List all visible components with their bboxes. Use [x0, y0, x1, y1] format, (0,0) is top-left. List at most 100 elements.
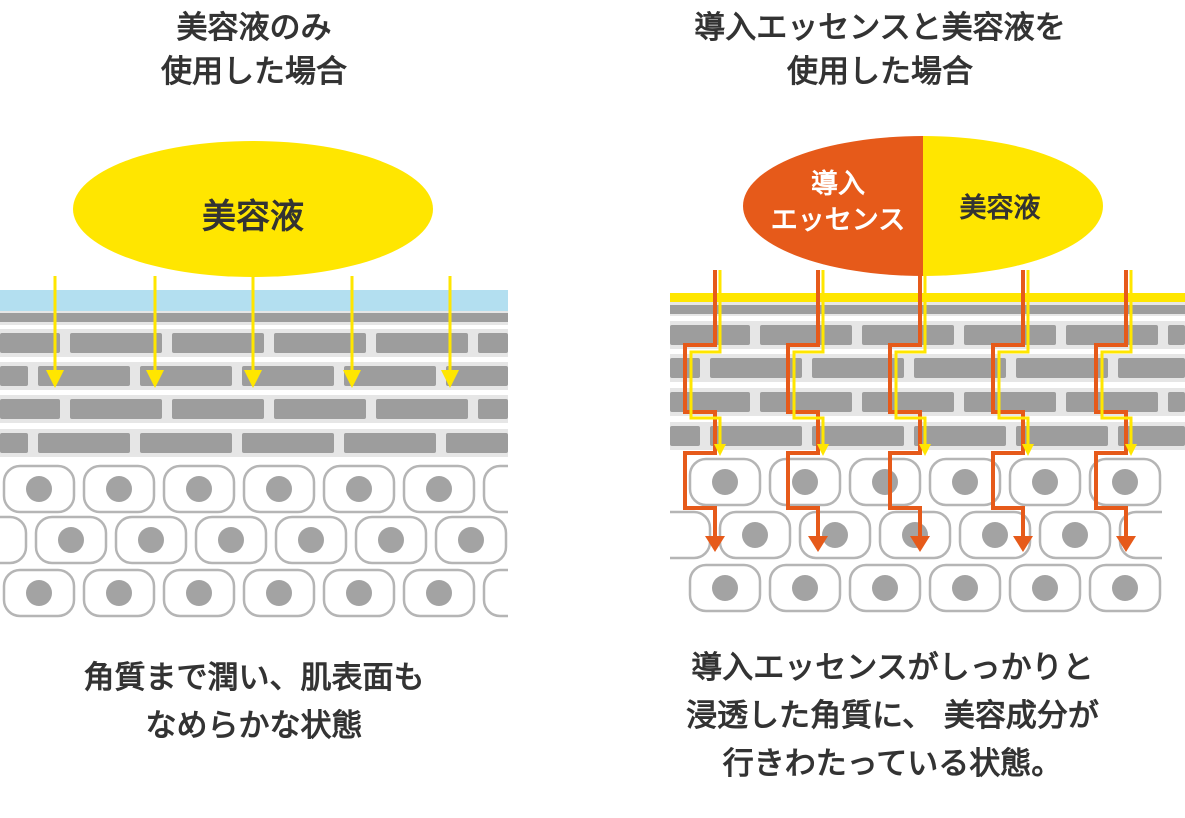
- penetration-paths: [683, 270, 1137, 552]
- brick: [1118, 426, 1185, 446]
- cell-nucleus: [458, 527, 484, 553]
- serum-path: [894, 270, 927, 446]
- cell-nucleus: [186, 580, 212, 606]
- cell-nucleus: [26, 580, 52, 606]
- cell-nucleus: [266, 580, 292, 606]
- brick: [242, 433, 334, 453]
- brick: [172, 333, 264, 353]
- brick: [1168, 325, 1185, 345]
- brick: [1016, 358, 1108, 378]
- cell-nucleus: [1112, 469, 1138, 495]
- serum-only-title: 美容液のみ 使用した場合: [0, 6, 508, 94]
- essence-arrow-head: [705, 536, 725, 552]
- essence-path: [786, 270, 820, 538]
- cell-nucleus: [426, 476, 452, 502]
- brick: [1118, 358, 1185, 378]
- serum-arrow-head: [1125, 444, 1137, 456]
- essence-path: [888, 270, 922, 538]
- essence-and-serum-title: 導入エッセンスと美容液を 使用した場合: [600, 6, 1160, 94]
- cell-nucleus: [378, 527, 404, 553]
- cell-nucleus: [106, 580, 132, 606]
- essence-blob-label: 導入 エッセンス: [763, 167, 913, 239]
- essence-arrow-head: [1013, 536, 1033, 552]
- essence-path: [1094, 270, 1128, 538]
- serum-arrow-head: [244, 370, 262, 388]
- cell-nucleus: [138, 527, 164, 553]
- essence-arrow-head: [1116, 536, 1136, 552]
- serum-only-title-line2: 使用した場合: [161, 54, 347, 90]
- brick: [760, 325, 852, 345]
- brick: [376, 333, 468, 353]
- serum-only-title-line1: 美容液のみ: [176, 10, 332, 46]
- brick: [140, 433, 232, 453]
- essence-and-serum-caption-line3: 行きわたっている状態。: [722, 746, 1063, 782]
- brick: [964, 325, 1056, 345]
- cell-nucleus: [822, 522, 848, 548]
- brick: [70, 399, 162, 419]
- serum-path: [689, 270, 722, 446]
- serum-arrow-head: [343, 370, 361, 388]
- brick: [0, 333, 60, 353]
- edge-mask: [508, 462, 560, 640]
- brick: [812, 358, 904, 378]
- essence-and-serum-caption: 導入エッセンスがしっかりと 浸透した角質に、 美容成分が 行きわたっている状態。: [600, 644, 1185, 788]
- cell-nucleus: [426, 580, 452, 606]
- edge-mask: [1162, 455, 1185, 640]
- cell-nucleus: [26, 476, 52, 502]
- brick: [914, 426, 1006, 446]
- brick: [964, 392, 1056, 412]
- cell-nucleus: [186, 476, 212, 502]
- cell-nucleus: [106, 476, 132, 502]
- serum-only-caption-line2: なめらかな状態: [145, 708, 363, 744]
- cell-nucleus: [952, 469, 978, 495]
- serum-arrow-head: [714, 444, 726, 456]
- brick: [670, 392, 750, 412]
- brick: [274, 333, 366, 353]
- brick: [862, 392, 954, 412]
- serum-only-caption-line1: 角質まで潤い、肌表面も: [83, 660, 425, 696]
- brick: [344, 433, 436, 453]
- brick: [710, 426, 802, 446]
- cell-nucleus: [1032, 469, 1058, 495]
- brick: [0, 366, 28, 386]
- brick: [0, 399, 60, 419]
- cell-nucleus: [218, 527, 244, 553]
- essence-blob-label-line2: エッセンス: [770, 205, 906, 236]
- cell-nucleus: [872, 469, 898, 495]
- brick: [478, 399, 508, 419]
- essence-and-serum-panel: 導入エッセンスと美容液を 使用した場合 導入 エッセンス 美容液 導入エッセンス…: [600, 0, 1185, 818]
- cell: [0, 515, 28, 565]
- brick: [344, 366, 436, 386]
- essence-and-serum-caption-line2: 浸透した角質に、 美容成分が: [686, 698, 1099, 734]
- brick: [446, 366, 508, 386]
- brick: [760, 392, 852, 412]
- serum-penetration-arrows: [46, 276, 459, 388]
- serum-only-skin-diagram: [0, 141, 560, 640]
- essence-blob-label-line1: 導入: [811, 169, 865, 200]
- essence-path: [683, 270, 717, 538]
- serum-path: [792, 270, 825, 446]
- essence-arrow-head: [910, 536, 930, 552]
- skin-cells: [600, 455, 1185, 640]
- serum-arrow-head: [441, 370, 459, 388]
- cell-nucleus: [982, 522, 1008, 548]
- serum-blob-label: 美容液: [959, 193, 1041, 224]
- brick-top-row: [670, 305, 1185, 314]
- cell-nucleus: [712, 469, 738, 495]
- cell-nucleus: [792, 469, 818, 495]
- brick: [812, 426, 904, 446]
- skin-surface-layer: [670, 293, 1185, 302]
- brick: [1066, 325, 1158, 345]
- stratum-corneum-bricks: [670, 302, 1185, 450]
- essence-and-serum-skin-diagram: [600, 136, 1185, 640]
- serum-arrow-head: [46, 370, 64, 388]
- serum-arrow-head: [1022, 444, 1034, 456]
- cell-nucleus: [266, 476, 292, 502]
- brick: [0, 433, 28, 453]
- brick: [172, 399, 264, 419]
- serum-only-panel: 美容液のみ 使用した場合 美容液 角質まで潤い、肌表面も なめらかな状態: [0, 0, 560, 818]
- brick: [1066, 392, 1158, 412]
- essence-and-serum-caption-line1: 導入エッセンスがしっかりと: [691, 650, 1094, 686]
- brick: [670, 426, 700, 446]
- brick: [1168, 392, 1185, 412]
